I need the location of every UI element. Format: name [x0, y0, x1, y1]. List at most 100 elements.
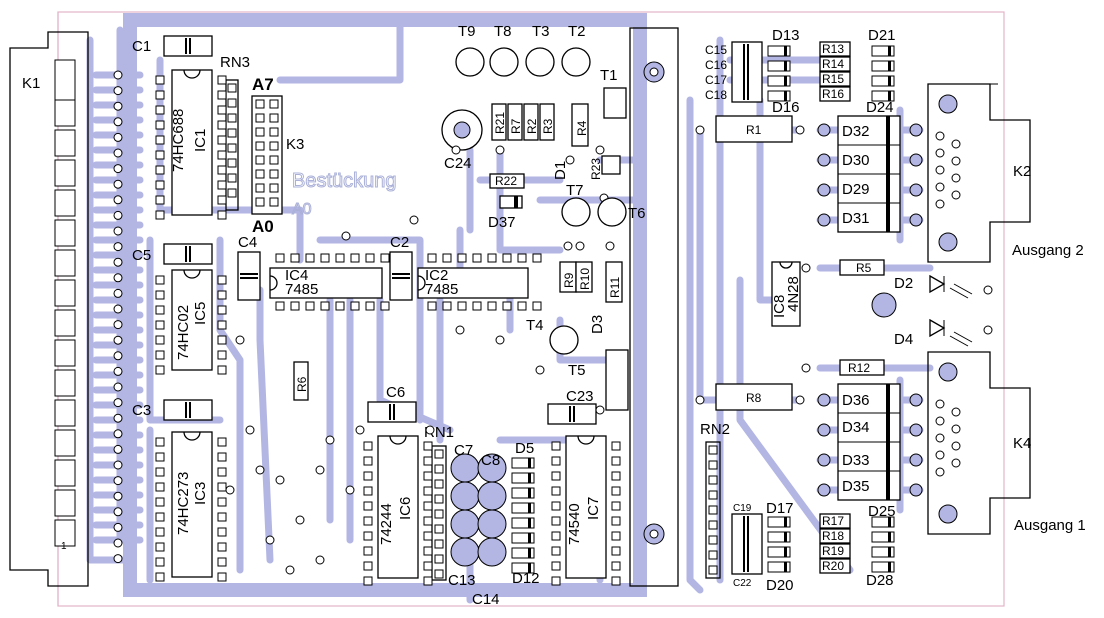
k1-contact [54, 129, 76, 157]
pin-pad [155, 512, 165, 522]
pin-pad [935, 182, 945, 192]
pin-pad [155, 150, 165, 160]
pin-pad [423, 546, 433, 556]
pin-pad [708, 475, 718, 485]
via [563, 241, 573, 251]
t4-t5: T4 T5 [526, 317, 629, 411]
pin-pad [217, 335, 227, 345]
pin-pad [380, 253, 390, 263]
diode-band [888, 562, 891, 572]
diode-body [511, 472, 535, 484]
pin-pad [155, 305, 165, 315]
pin-pad [442, 253, 452, 263]
d5-label: D5 [515, 440, 534, 457]
ic8-type: 4N28 [785, 276, 802, 312]
pin-pad [423, 456, 433, 466]
ic5-type: 74HC02 [175, 305, 192, 360]
pin-pad [363, 456, 373, 466]
via [285, 565, 295, 575]
t6-label: T6 [628, 205, 646, 222]
pin-pad [269, 197, 279, 207]
r22-label: R22 [495, 174, 517, 188]
jumper-a7-label: A7 [252, 75, 274, 94]
pin-pad [113, 335, 123, 345]
pin-pad [113, 164, 123, 174]
pin-pad [113, 476, 123, 486]
via [795, 395, 805, 405]
k1-label: K1 [22, 75, 40, 92]
diode-body [767, 546, 791, 558]
pin-pad [423, 561, 433, 571]
pin-pad [517, 301, 527, 311]
c16-label: C16 [705, 58, 727, 72]
pin-pad [363, 516, 373, 526]
pin-pad [380, 301, 390, 311]
pin-pad [363, 576, 373, 586]
pin-pad [227, 188, 237, 198]
ic6-ref: IC6 [397, 497, 414, 520]
pin-pad [305, 301, 315, 311]
pin-pad [611, 501, 621, 511]
via [275, 475, 285, 485]
via [495, 145, 505, 155]
ic2-ref: IC2 [425, 267, 448, 284]
diode-band [784, 562, 787, 572]
pin-pad [951, 424, 961, 434]
diode-body [767, 90, 791, 102]
pin-pad [155, 195, 165, 205]
pin-pad [363, 501, 373, 511]
pin-pad [951, 190, 961, 200]
pin-pad [611, 471, 621, 481]
pin-pad [551, 441, 561, 451]
pin-pad [155, 75, 165, 85]
pin-pad [217, 290, 227, 300]
cap-c2: C2 [389, 234, 413, 301]
pin-pad [551, 561, 561, 571]
pin-pad [611, 531, 621, 541]
pin-pad [817, 183, 831, 197]
pin-pad [113, 522, 123, 532]
pin-pad [909, 123, 923, 137]
via [605, 241, 615, 251]
d1-r23: D1 R23 [552, 155, 621, 180]
pin-pad [155, 135, 165, 145]
via [595, 145, 605, 155]
d33-label: D33 [842, 452, 870, 469]
d31-label: D31 [842, 210, 870, 227]
pin-pad [155, 557, 165, 567]
d30-label: D30 [842, 152, 870, 169]
d37-label: D37 [488, 214, 516, 231]
r15-label: R15 [822, 72, 844, 86]
diode-band [528, 548, 531, 558]
diode-body [511, 487, 535, 499]
pin-pad [217, 135, 227, 145]
pin-pad [155, 90, 165, 100]
pin-pad [305, 253, 315, 263]
cap-c3: C3 [132, 399, 213, 421]
d29-label: D29 [842, 181, 870, 198]
cap-c23: C23 [547, 388, 597, 425]
k1-contact [54, 429, 76, 457]
diode-band [528, 503, 531, 513]
via [409, 215, 419, 225]
pin-pad [217, 150, 227, 160]
pin-pad [487, 301, 497, 311]
pin-pad [155, 350, 165, 360]
c15-label: C15 [705, 43, 727, 57]
t2-label: T2 [568, 23, 586, 40]
pin-pad [442, 301, 452, 311]
d24-label: D24 [866, 99, 894, 116]
pin-pad [217, 195, 227, 205]
diode-band [784, 61, 787, 71]
pin-pad [423, 531, 433, 541]
pin-pad [909, 483, 923, 497]
via [355, 425, 365, 435]
pin-pad [611, 456, 621, 466]
pin-pad [113, 179, 123, 189]
pin-pad [255, 183, 265, 193]
diode-body [767, 516, 791, 528]
pin-pad [423, 486, 433, 496]
pin-pad [708, 445, 718, 455]
k2-label: K2 [1013, 163, 1031, 180]
ic5-ref: IC5 [192, 302, 209, 325]
